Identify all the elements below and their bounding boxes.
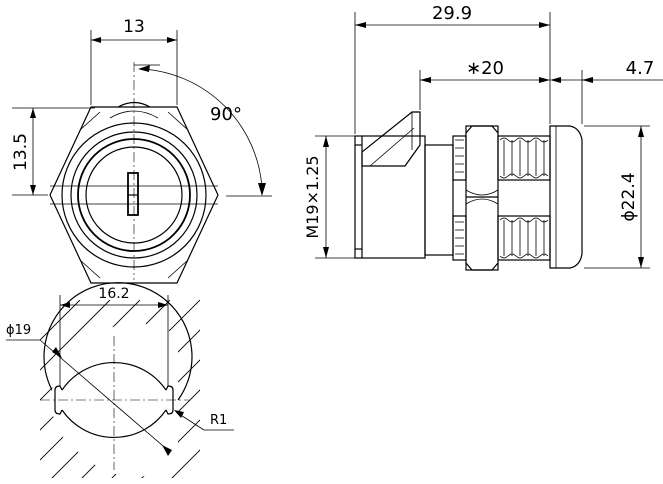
nut <box>465 125 499 271</box>
thread-top <box>452 135 551 181</box>
dim-head-dia-22-4: ϕ22.4 <box>619 172 639 221</box>
dim-height-13-5: 13.5 <box>11 133 31 171</box>
cam-latch <box>361 111 421 167</box>
dim-dia-19: ϕ19 <box>6 323 31 338</box>
dim-thread-m19: M19×1.25 <box>303 155 322 238</box>
dim-angle-90: 90° <box>210 104 242 125</box>
head-flange <box>549 125 583 269</box>
dim-head-4-7: 4.7 <box>626 58 655 79</box>
face-ring-mid <box>70 131 198 259</box>
side-view: 29.9 ∗20 4.7 M19×1.25 ϕ22.4 <box>303 3 663 271</box>
thread-bottom <box>452 215 551 261</box>
hex-nut-outline <box>49 106 219 284</box>
front-view: 13 13.5 90° <box>11 17 272 284</box>
dim-flat-16-2: 16.2 <box>98 286 129 302</box>
dim-length-29-9: 29.9 <box>432 3 472 24</box>
key-slot <box>127 172 139 216</box>
dim-radius-r1: R1 <box>210 413 227 428</box>
dim-thread-length-20: ∗20 <box>466 58 504 79</box>
cutout-view: 16.2 ϕ19 R1 <box>6 282 234 478</box>
dim-width-13: 13 <box>123 17 145 37</box>
rear-body <box>354 135 426 259</box>
angle-arc <box>141 68 263 189</box>
